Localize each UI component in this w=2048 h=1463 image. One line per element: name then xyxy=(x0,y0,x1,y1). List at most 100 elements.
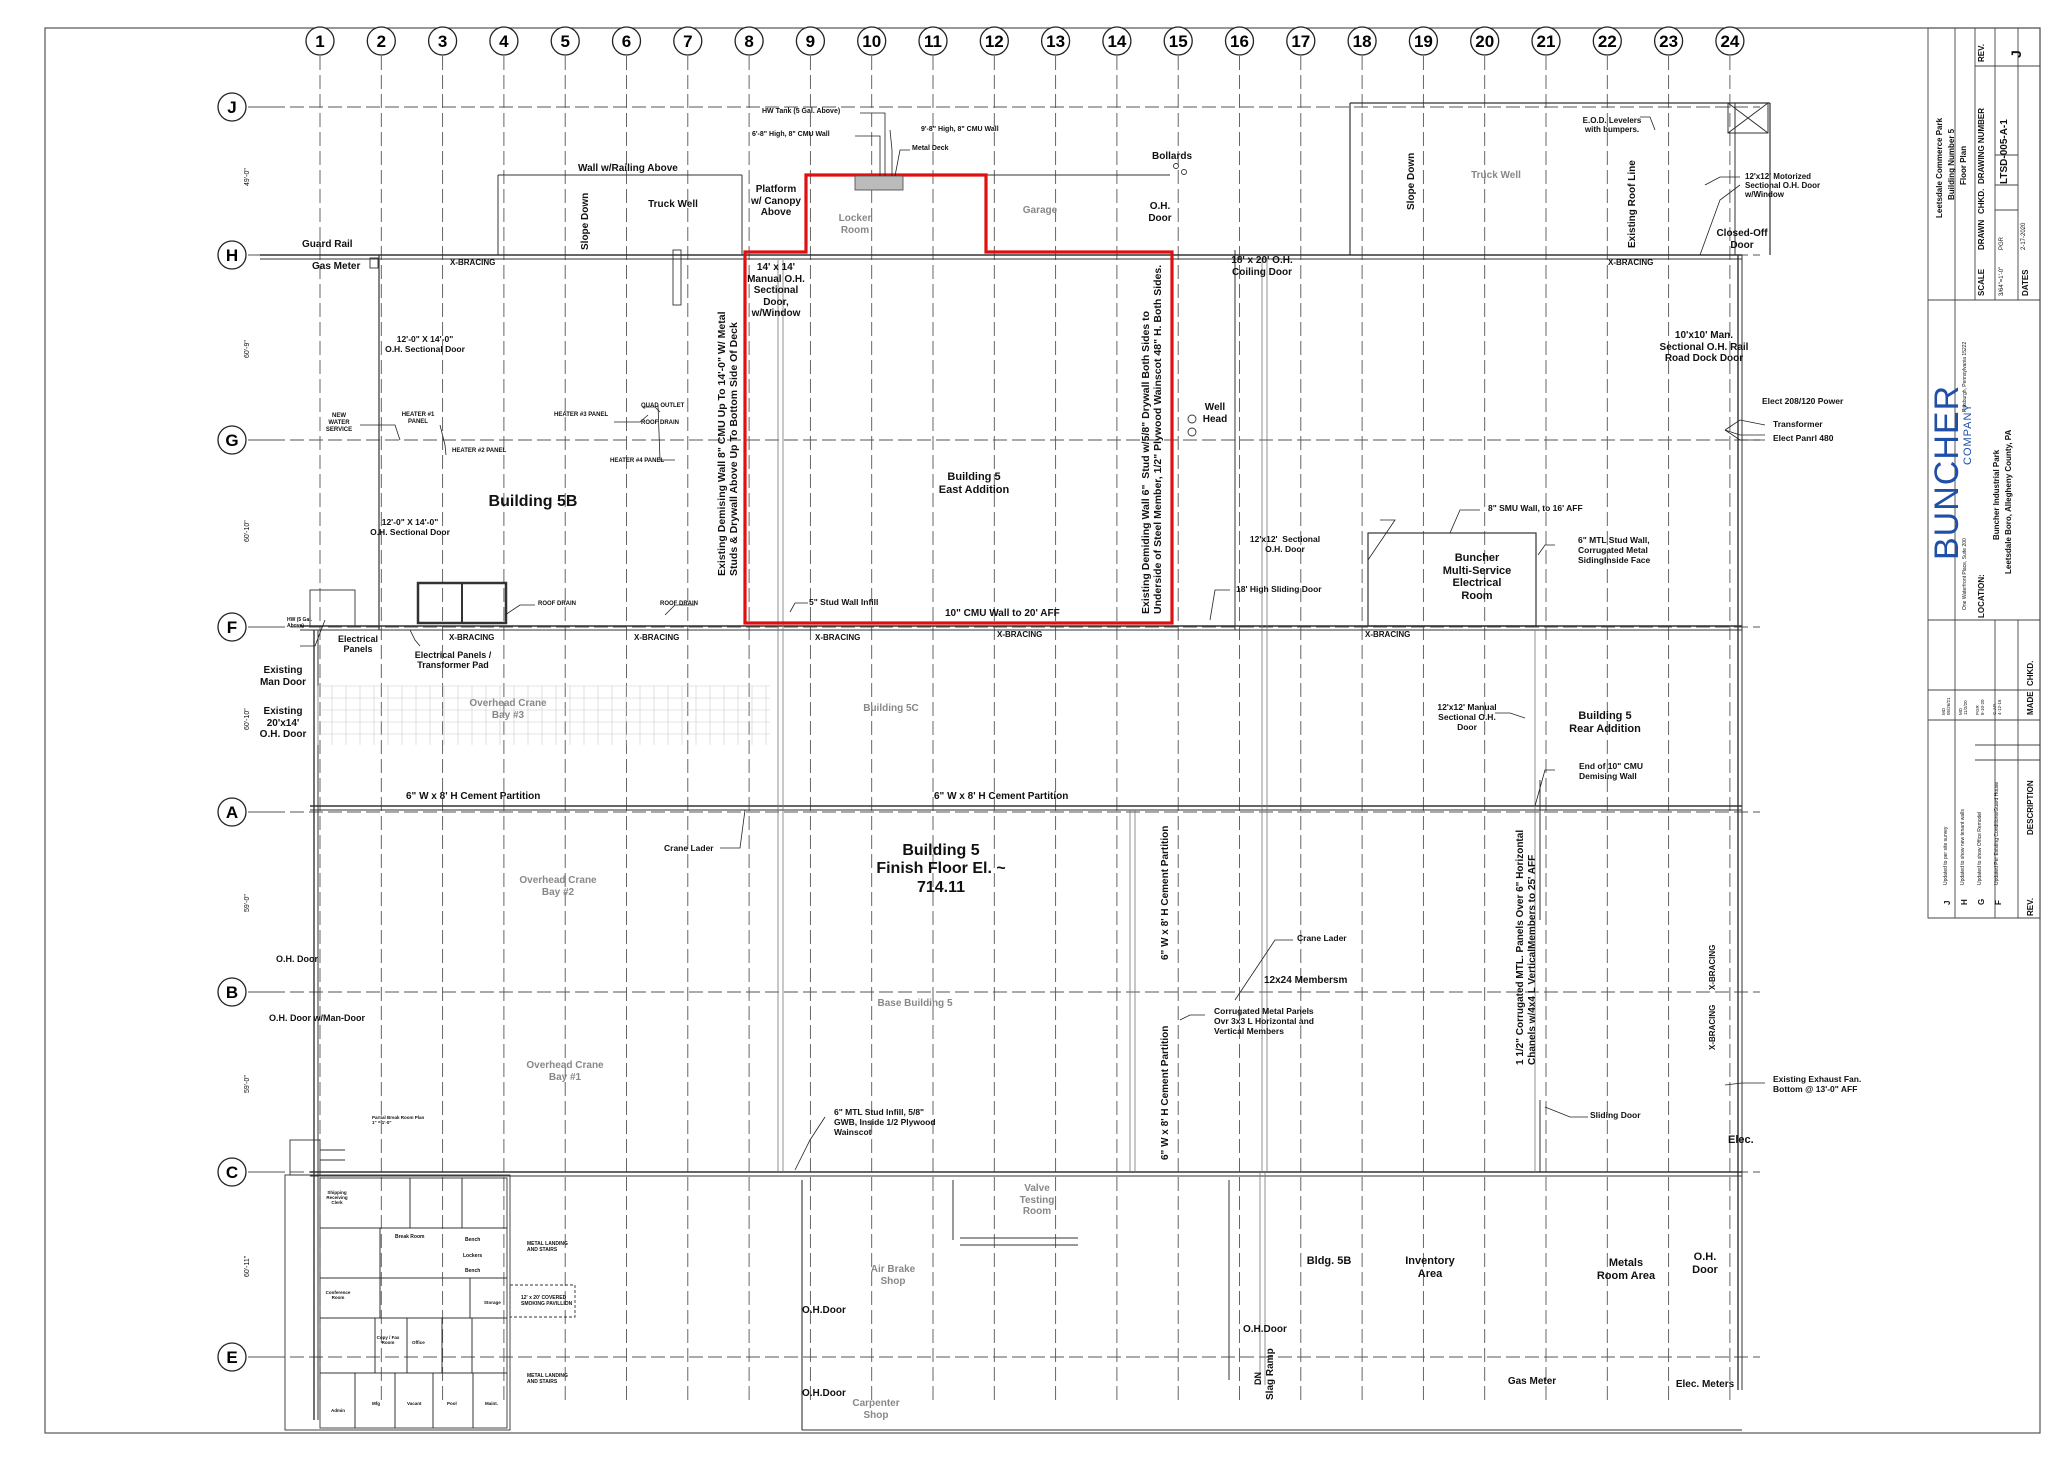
partition-lines xyxy=(777,260,1536,1385)
grid-bubble-column: 16 xyxy=(1224,26,1255,56)
rail-dock-door-label: 10'x10' Man. Sectional O.H. Rail Road Do… xyxy=(1659,330,1749,364)
rev-column-label: REV. xyxy=(2026,898,2035,916)
oh-door-b-label: O.H. Door xyxy=(276,954,318,964)
grid-bubble-column-label: 12 xyxy=(985,32,1004,51)
metal-landing-label: METAL LANDING AND STAIRS xyxy=(527,1241,568,1253)
location-place: Leetsdale Boro, Allegheny County, PA xyxy=(2004,429,2013,574)
tenant-boundary xyxy=(743,173,1174,625)
revision-letter: H xyxy=(1960,899,1969,905)
building-5-floor-label: Building 5 Finish Floor El. ~ 714.11 xyxy=(876,842,1006,896)
row-dimension: 59'-0" xyxy=(244,1075,251,1093)
sectional-12x12-label: 12'x12' Sectional O.H. Door xyxy=(1249,534,1321,554)
row-dimension: 49'-0" xyxy=(244,168,251,186)
exhaust-fan-label: Existing Exhaust Fan. Bottom @ 13'-0" AF… xyxy=(1773,1074,1862,1094)
scale-label: SCALE xyxy=(1977,268,1986,296)
elect-208-label: Elect 208/120 Power xyxy=(1762,396,1844,406)
grid-bubble-column-label: 1 xyxy=(315,32,324,51)
coiling-door-label: 18' x 20' O.H. Coiling Door xyxy=(1231,255,1293,278)
revision-description: Updated to per site survey xyxy=(1943,826,1949,885)
base-building-5-label: Base Building 5 xyxy=(877,998,953,1009)
grid-bubble-column-label: 18 xyxy=(1353,32,1372,51)
bollards-label: Bollards xyxy=(1151,151,1193,162)
slope-down-right-label: Slope Down xyxy=(1406,152,1417,210)
grid-bubble-column-label: 15 xyxy=(1169,32,1188,51)
guard-rail-label: Guard Rail xyxy=(302,239,353,250)
crane-lader-label: Crane Lader xyxy=(664,843,714,853)
grid-bubble-row: A xyxy=(217,797,247,827)
east-addition-label: Building 5 East Addition xyxy=(938,471,1010,496)
membersm-label: 12x24 Membersm xyxy=(1264,975,1348,986)
grid-bubble-row: B xyxy=(217,977,247,1007)
electrical-transformer-label: Electrical Panels / Transformer Pad xyxy=(414,650,492,671)
existing-roof-line-label: Existing Roof Line xyxy=(1627,160,1638,248)
sliding-door-18-label: 18' High Sliding Door xyxy=(1236,584,1322,594)
grid-bubble-column: 9 xyxy=(795,26,826,56)
sheet-title: Floor Plan xyxy=(1959,145,1968,185)
grid-bubble-column: 17 xyxy=(1286,26,1316,56)
electrical-panels-label: Electrical Panels xyxy=(337,634,379,655)
grid-bubble-column: 23 xyxy=(1653,26,1684,56)
grid-bubble-column-label: 9 xyxy=(806,32,815,51)
corrugated-panels-vertical-label: 1 1/2" Corrugated MTL. Panels Over 6" Ho… xyxy=(1515,829,1538,1065)
carpenter-shop-label: Carpenter Shop xyxy=(852,1398,900,1421)
motorized-door-label: 12'x12' Motorized Sectional O.H. Door w/… xyxy=(1745,172,1821,200)
room-label: Bench xyxy=(465,1237,481,1243)
crane-bay-3-hatch xyxy=(317,685,770,745)
dn-label: DN xyxy=(1253,1372,1263,1385)
smu-wall-label: 8" SMU Wall, to 16' AFF xyxy=(1488,503,1583,513)
slag-ramp-label: Slag Ramp xyxy=(1265,1348,1276,1400)
slope-down-left-label: Slope Down xyxy=(580,192,591,250)
partial-break-room-label: Partial Break Room Plan 1" = 1'-0" xyxy=(372,1115,425,1126)
grid-bubble-row: H xyxy=(217,240,247,270)
description-column-label: DESCRIPTION xyxy=(2026,780,2035,835)
x-bracing-label: X-BRACING xyxy=(634,633,680,642)
grid-bubble-column: 3 xyxy=(427,26,458,56)
building-5c-label: Building 5C xyxy=(863,703,919,714)
bldg-5b-label: Bldg. 5B xyxy=(1306,1255,1352,1267)
grid-bubble-row: J xyxy=(217,92,247,122)
grid-bubble-column-label: 6 xyxy=(622,32,631,51)
elec-label: Elec. xyxy=(1728,1134,1754,1146)
roof-drain-label: ROOF DRAIN xyxy=(660,601,698,607)
room-label: Storage xyxy=(484,1300,501,1305)
revision-letter: G xyxy=(1977,898,1986,905)
valve-testing-room-label: Valve Testing Room xyxy=(1019,1183,1055,1217)
hw-gal-label: HW (5 Gal. Above) xyxy=(287,617,313,629)
company-city: Pittsburgh, Pennsylvania 15222 xyxy=(1962,341,1968,412)
grid-bubble-row-label: A xyxy=(226,803,238,822)
grid-bubble-column-label: 17 xyxy=(1291,32,1310,51)
corrugated-metal-panels-label: Corrugated Metal Panels Ovr 3x3 L Horizo… xyxy=(1214,1006,1314,1036)
grid-bubble-column: 15 xyxy=(1163,26,1193,56)
grid-bubble-column: 20 xyxy=(1470,26,1500,56)
heater-4-panel-label: HEATER #4 PANEL xyxy=(610,458,665,464)
air-brake-shop-label: Air Brake Shop xyxy=(870,1264,916,1287)
end-cmu-wall-label: End of 10" CMU Demising Wall xyxy=(1579,761,1644,781)
oh-door-16-label: O.H.Door xyxy=(1243,1324,1287,1335)
mtl-stud-infill-label: 6" MTL Stud Infill, 5/8" GWB, Inside 1/2… xyxy=(834,1107,936,1137)
closed-off-door-label: Closed-Off Door xyxy=(1716,228,1768,251)
x-bracing-label: X-BRACING xyxy=(450,258,496,267)
room-label: Office xyxy=(412,1340,425,1345)
gas-meter-bottom-label: Gas Meter xyxy=(1507,1376,1557,1387)
manual-sectional-12x12-label: 12'x12' Manual Sectional O.H. Door xyxy=(1437,702,1497,732)
dates-value: 2-17-2020 xyxy=(2021,222,2027,250)
grid-bubble-column: 5 xyxy=(550,26,580,56)
crane-lader-label: Crane Lader xyxy=(1297,933,1347,943)
elec-meters-label: Elec. Meters xyxy=(1675,1379,1735,1390)
grid-bubble-column: 1 xyxy=(305,26,335,56)
drawing-number: LTSD-005-A-1 xyxy=(1999,119,2010,184)
room-label: Mfg xyxy=(372,1401,380,1406)
room-label: Pool xyxy=(447,1401,457,1406)
grid-bubble-column: 2 xyxy=(366,26,396,56)
cement-partition-label: 6" W x 8' H Cement Partition xyxy=(934,791,1069,802)
grid-bubble-row-label: F xyxy=(227,618,237,637)
annotation-leaders xyxy=(300,112,1766,1171)
x-bracing-label: X-BRACING xyxy=(1608,258,1654,267)
drawing-number-label: DRAWING NUMBER xyxy=(1977,108,1986,184)
elect-panel-480-label: Elect Panrl 480 xyxy=(1773,433,1834,443)
location-name: Buncher Industrial Park xyxy=(1992,449,2001,540)
manual-oh-door-label: 14' x 14' Manual O.H. Sectional Door, w/… xyxy=(747,262,805,319)
grid-bubble-column-label: 5 xyxy=(560,32,569,51)
metals-room-area-label: Metals Room Area xyxy=(1596,1257,1656,1282)
truck-well-left-label: Truck Well xyxy=(648,199,698,210)
